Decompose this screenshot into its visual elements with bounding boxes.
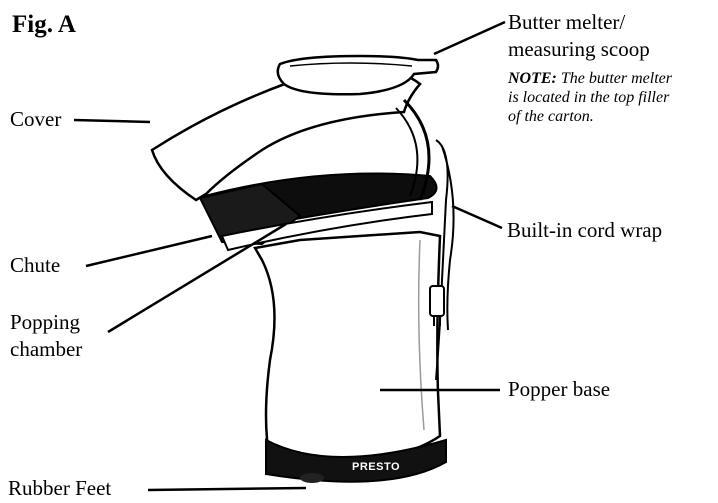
popper-base <box>253 230 442 464</box>
note-line1: NOTE: The butter melter <box>508 70 672 88</box>
cord-wrap <box>435 139 455 381</box>
note-line2: is located in the top filler <box>508 89 670 106</box>
label-popper-base: Popper base <box>508 377 611 401</box>
cover-handle <box>402 98 431 201</box>
leader-popping-chamber <box>107 222 287 334</box>
rubber-foot <box>300 473 324 483</box>
brand-mark: PRESTO <box>352 461 400 473</box>
label-popping-line2: chamber <box>10 337 83 361</box>
power-plug <box>429 285 445 317</box>
label-cover: Cover <box>10 107 62 131</box>
label-cord-wrap: Built-in cord wrap <box>507 218 663 242</box>
label-popping-line1: Popping <box>10 310 81 334</box>
note-line3: of the carton. <box>508 108 594 125</box>
butter-melter-scoop <box>276 54 440 96</box>
leader-cover <box>73 118 151 124</box>
label-butter-melter-line1: Butter melter/ <box>508 10 626 34</box>
figure-title: Fig. A <box>12 11 76 38</box>
base-shading <box>417 239 425 431</box>
label-butter-melter-line2: measuring scoop <box>508 37 650 61</box>
scoop-inner-rim <box>289 62 413 67</box>
leader-cord-wrap <box>451 204 503 230</box>
chamber-lip <box>220 200 433 252</box>
cover-handle-inner <box>395 107 419 197</box>
note-prefix: NOTE: <box>508 70 557 87</box>
leader-butter-melter <box>433 20 506 56</box>
leader-rubber-feet <box>147 486 307 492</box>
leader-chute <box>85 234 213 268</box>
label-rubber-feet: Rubber Feet <box>8 476 112 500</box>
note-line1-text: The butter melter <box>556 70 672 87</box>
label-chute: Chute <box>10 253 61 277</box>
base-bottom-band <box>265 438 447 483</box>
